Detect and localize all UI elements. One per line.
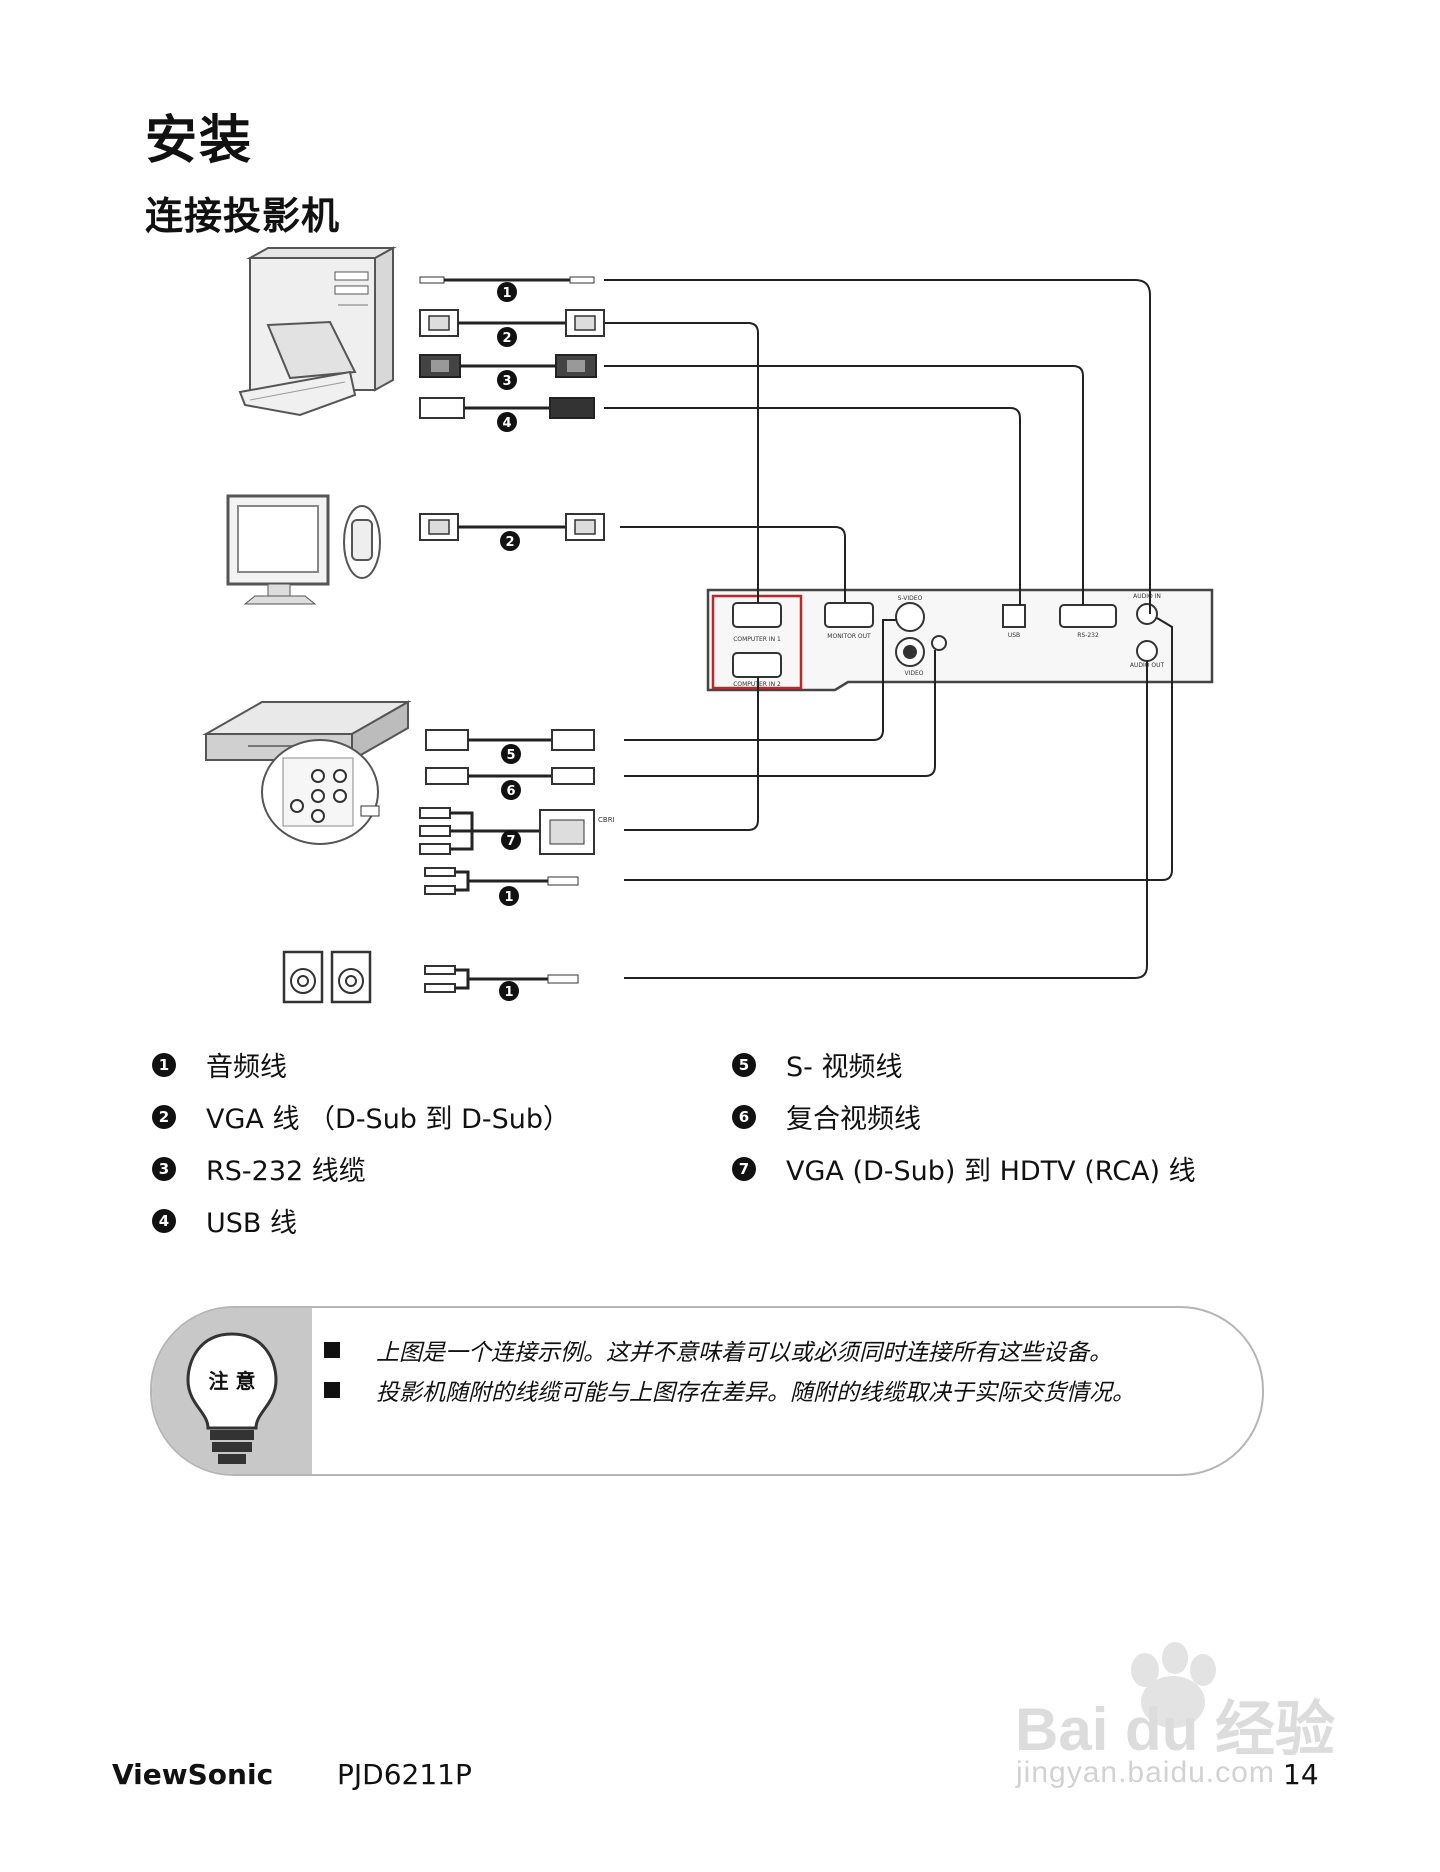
svg-text:1: 1 [504,985,513,1000]
watermark-logo-text: Bai du 经验 [1015,1696,1335,1760]
monitor-icon [226,494,381,605]
computer-icon [238,246,397,417]
speakers-icon [282,950,372,1004]
rs232-label: RS-232 [1077,632,1099,639]
audio-in-label: AUDIO IN [1133,593,1161,600]
cable-6-composite [425,767,595,785]
bullet-square-icon [324,1342,340,1358]
number-badge: 1 [152,1052,176,1077]
legend-item-1: 1 音频线 [152,1045,287,1084]
cable-5-s-video [425,729,595,751]
legend-item-6: 6 复合视频线 [732,1097,921,1136]
legend-label: S- 视频线 [786,1052,903,1083]
baidu-watermark-logo: Bai du 经验 [1015,1642,1335,1760]
legend-item-5: 5 S- 视频线 [732,1045,902,1084]
svg-text:2: 2 [502,331,511,346]
bullet-square-icon [324,1382,340,1398]
number-badge: 4 [152,1208,176,1233]
note-text: 上图是一个连接示例。这并不意味着可以或必须同时连接所有这些设备。 [376,1340,1112,1366]
page-title: 安装 [145,111,254,171]
number-badge: 7 [732,1156,756,1181]
cable-7-vga-hdtv: CBRI [419,807,615,855]
lightbulb-icon: 注 意 [186,1332,278,1464]
svg-text:1: 1 [502,286,511,301]
legend-label: 复合视频线 [786,1104,921,1135]
cable-3-rs232 [419,354,597,378]
svg-text:1: 1 [504,890,513,905]
legend-item-4: 4 USB 线 [152,1201,297,1240]
legend-label: VGA 线 （D-Sub 到 D-Sub） [206,1104,571,1135]
note-line-1: 上图是一个连接示例。这并不意味着可以或必须同时连接所有这些设备。 [324,1330,1135,1370]
svg-text:2: 2 [505,535,514,550]
projector-panel: COMPUTER IN 1 COMPUTER IN 2 MONITOR OUT … [706,588,1214,692]
svg-text:3: 3 [502,374,511,389]
note-icon-panel: 注 意 [152,1308,312,1474]
s-video-label: S-VIDEO [898,595,923,602]
cable-1-audio-speakers [424,965,579,993]
cable-1-audio [419,276,595,284]
svg-text:4: 4 [502,416,511,431]
svg-text:6: 6 [506,784,515,799]
usb-label: USB [1008,632,1020,639]
cable-1-audio-dvd [424,867,579,895]
number-badge: 2 [152,1104,176,1129]
footer-brand: ViewSonic [112,1758,274,1791]
monitor-out-label: MONITOR OUT [827,633,871,640]
footer-model: PJD6211P [337,1758,472,1791]
note-line-2: 投影机随附的线缆可能与上图存在差异。随附的线缆取决于实际交货情况。 [324,1370,1135,1410]
svg-text:5: 5 [506,748,515,763]
connection-diagram: COMPUTER IN 1 COMPUTER IN 2 MONITOR OUT … [202,246,1214,1004]
section-subtitle: 连接投影机 [145,194,341,238]
cable-number-badges: 1 2 3 4 2 5 6 7 1 1 [497,282,521,1001]
video-label: VIDEO [904,670,923,677]
note-text: 投影机随附的线缆可能与上图存在差异。随附的线缆取决于实际交货情况。 [376,1380,1135,1406]
number-badge: 3 [152,1156,176,1181]
page-number: 14 [1283,1758,1319,1791]
cable-2-vga-monitor [419,513,605,541]
legend-label: 音频线 [206,1052,287,1083]
cable-4-usb [419,397,595,419]
dvd-player-icon [202,700,412,845]
cable-2-vga [419,309,605,337]
number-badge: 6 [732,1104,756,1129]
note-box: 注 意 上图是一个连接示例。这并不意味着可以或必须同时连接所有这些设备。 投影机… [150,1306,1264,1476]
computer-in-1-label: COMPUTER IN 1 [733,636,781,643]
legend-item-7: 7 VGA (D-Sub) 到 HDTV (RCA) 线 [732,1149,1196,1188]
rca-plug-text: CBRI [598,816,615,824]
legend-label: RS-232 线缆 [206,1156,366,1187]
legend-item-3: 3 RS-232 线缆 [152,1149,366,1188]
watermark-url: jingyan.baidu.com [1016,1756,1275,1789]
number-badge: 5 [732,1052,756,1077]
legend-label: VGA (D-Sub) 到 HDTV (RCA) 线 [786,1156,1196,1187]
cable-routes [604,279,1173,979]
note-icon-label: 注 意 [209,1369,256,1393]
legend-label: USB 线 [206,1208,298,1239]
svg-text:7: 7 [506,834,515,849]
legend-item-2: 2 VGA 线 （D-Sub 到 D-Sub） [152,1097,570,1136]
